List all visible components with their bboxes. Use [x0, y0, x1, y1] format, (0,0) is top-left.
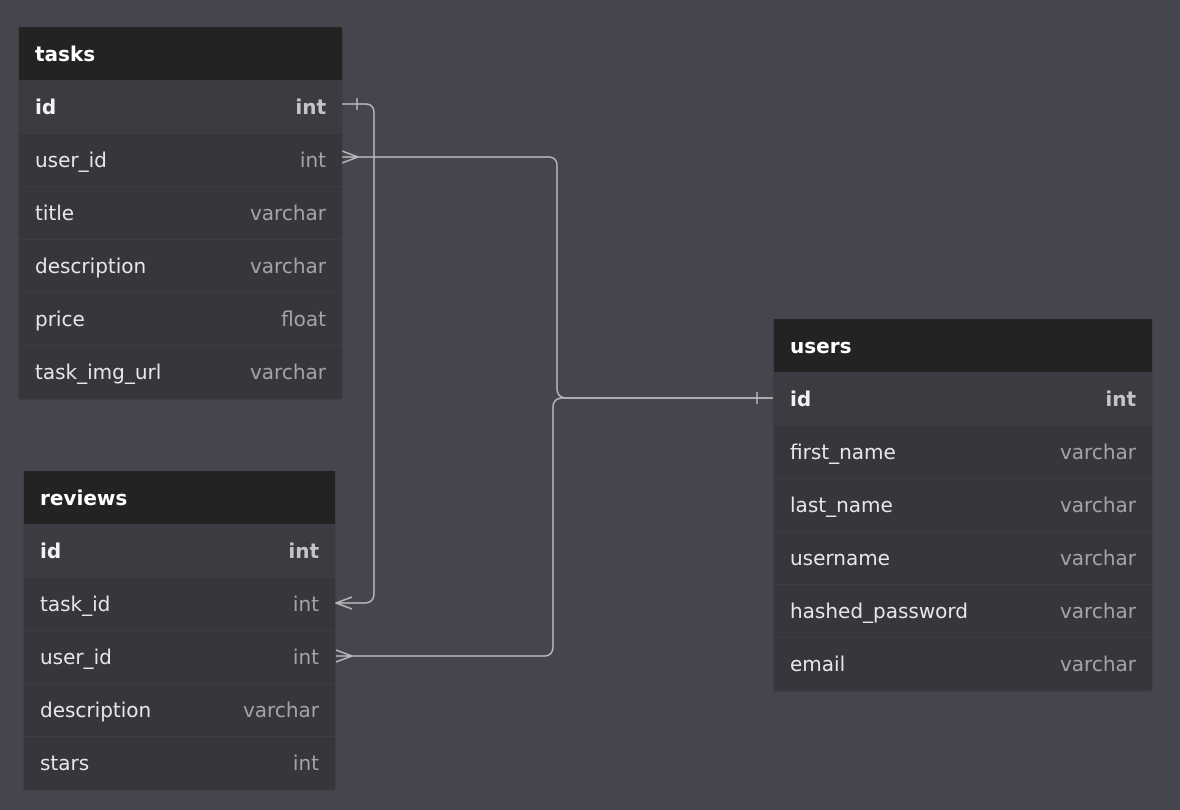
many-marker-reviews-user-id — [335, 649, 355, 663]
field-row-tasks-user-id[interactable]: user_id int — [19, 133, 342, 186]
field-type: int — [292, 592, 319, 616]
field-name: id — [40, 538, 62, 563]
field-row-tasks-id[interactable]: id int — [19, 80, 342, 133]
connector-reviews-task-id-to-tasks-id — [336, 103, 375, 604]
field-type: int — [295, 94, 326, 119]
field-name: id — [790, 386, 812, 411]
field-row-users-first-name[interactable]: first_name varchar — [774, 425, 1152, 478]
field-type: int — [299, 148, 326, 172]
table-rows-tasks: id int user_id int title varchar description va… — [19, 80, 342, 398]
field-row-users-username[interactable]: username varchar — [774, 531, 1152, 584]
field-row-reviews-id[interactable]: id int — [24, 524, 335, 577]
field-type: varchar — [1059, 440, 1136, 464]
field-row-tasks-description[interactable]: description varchar — [19, 239, 342, 292]
field-name: last_name — [790, 493, 893, 517]
field-name: price — [35, 307, 85, 331]
field-type: int — [292, 751, 319, 775]
field-type: varchar — [249, 360, 326, 384]
many-marker-reviews-task-id — [333, 596, 353, 610]
field-type: varchar — [1059, 599, 1136, 623]
field-row-tasks-task-img-url[interactable]: task_img_url varchar — [19, 345, 342, 398]
field-name: id — [35, 94, 57, 119]
field-type: varchar — [1059, 493, 1136, 517]
table-header-tasks[interactable]: tasks — [19, 27, 342, 80]
field-row-tasks-price[interactable]: price float — [19, 292, 342, 345]
connector-tasks-user-id-to-users-id — [342, 156, 773, 399]
field-row-reviews-stars[interactable]: stars int — [24, 736, 335, 789]
field-type: int — [292, 645, 319, 669]
field-type: varchar — [242, 698, 319, 722]
field-name: hashed_password — [790, 599, 968, 623]
field-type: varchar — [249, 254, 326, 278]
field-row-users-last-name[interactable]: last_name varchar — [774, 478, 1152, 531]
field-name: username — [790, 546, 890, 570]
many-marker-tasks-user-id — [341, 150, 361, 164]
field-name: stars — [40, 751, 90, 775]
field-row-reviews-user-id[interactable]: user_id int — [24, 630, 335, 683]
field-name: email — [790, 652, 846, 676]
field-name: task_img_url — [35, 360, 162, 384]
field-name: description — [40, 698, 152, 722]
field-name: user_id — [40, 645, 112, 669]
field-name: first_name — [790, 440, 896, 464]
field-name: task_id — [40, 592, 111, 616]
field-name: user_id — [35, 148, 107, 172]
field-name: description — [35, 254, 147, 278]
field-name: title — [35, 201, 75, 225]
field-type: float — [281, 307, 326, 331]
field-type: int — [288, 538, 319, 563]
field-type: varchar — [1059, 652, 1136, 676]
field-row-tasks-title[interactable]: title varchar — [19, 186, 342, 239]
field-type: varchar — [249, 201, 326, 225]
connector-reviews-user-id-to-users-id — [336, 397, 773, 657]
field-type: int — [1105, 386, 1136, 411]
field-row-users-email[interactable]: email varchar — [774, 637, 1152, 690]
field-row-reviews-task-id[interactable]: task_id int — [24, 577, 335, 630]
field-row-reviews-description[interactable]: description varchar — [24, 683, 335, 736]
table-header-users[interactable]: users — [774, 319, 1152, 372]
field-row-users-hashed-password[interactable]: hashed_password varchar — [774, 584, 1152, 637]
field-type: varchar — [1059, 546, 1136, 570]
table-header-reviews[interactable]: reviews — [24, 471, 335, 524]
field-row-users-id[interactable]: id int — [774, 372, 1152, 425]
